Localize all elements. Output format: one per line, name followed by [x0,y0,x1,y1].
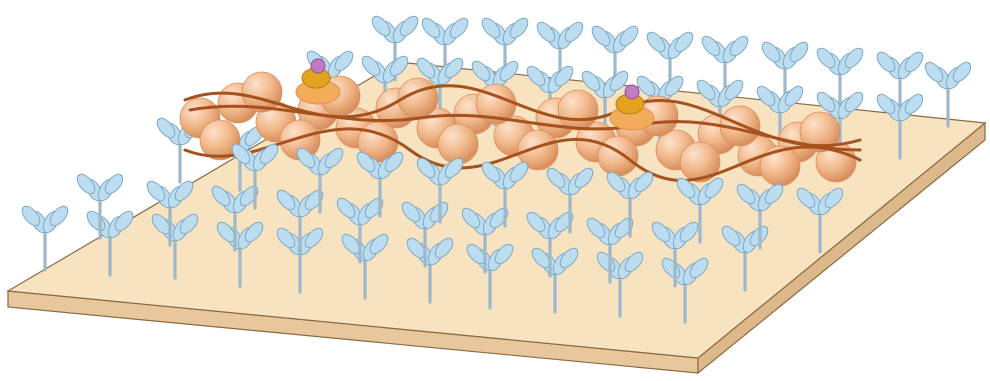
actin-monomer-icon [598,136,638,176]
antibody-y-icon [922,59,974,126]
actin-monomer-icon [558,90,598,130]
